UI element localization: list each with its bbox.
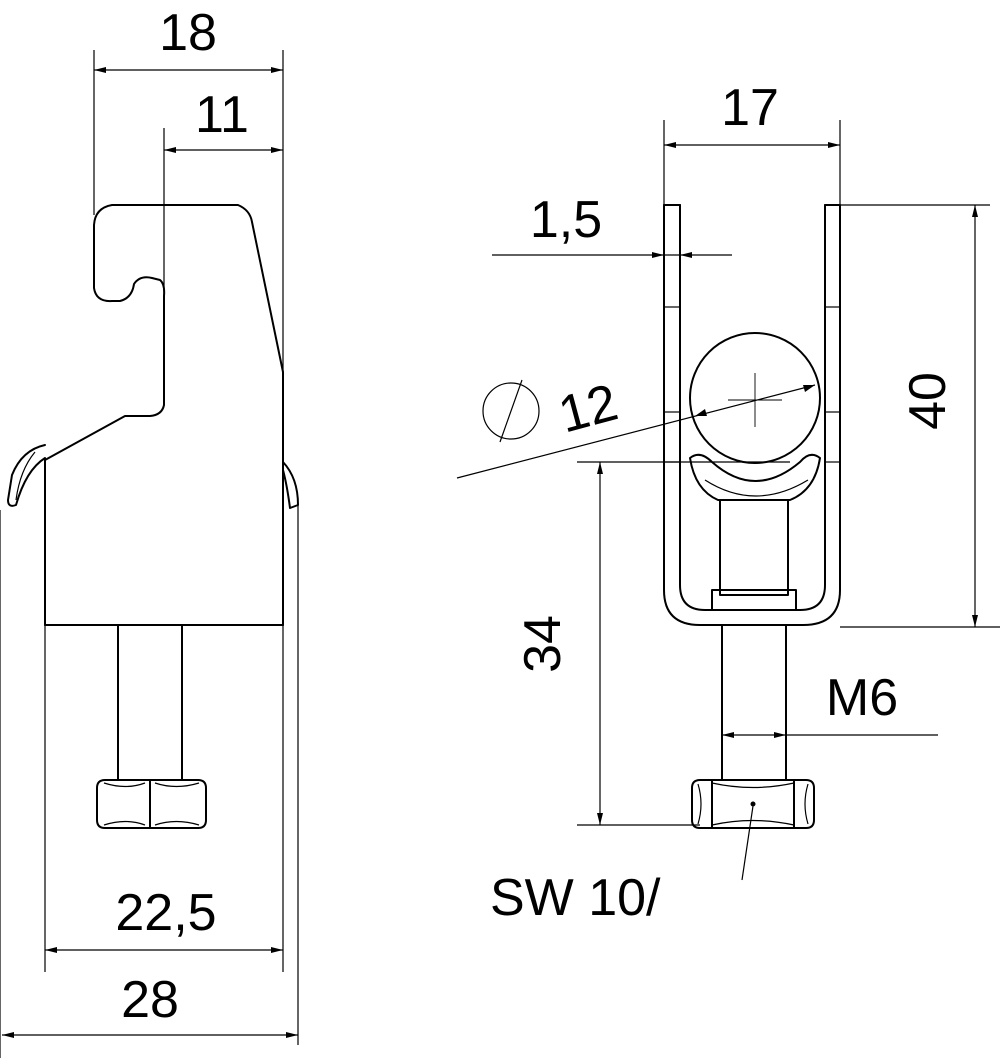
spring-lip-right [282,461,299,509]
pipe-circle [689,332,821,464]
dim-label-1-5: 1,5 [530,191,602,249]
spring-lip-left [7,444,46,507]
dim-line-diameter [456,384,816,479]
dim-label-34: 34 [514,615,572,673]
dim-label-sw10: SW 10/ [490,869,661,927]
bolt-shaft-side [117,624,183,781]
hex-nut-side [96,779,207,829]
dim-label-18: 18 [159,4,217,62]
clip-body-outline [44,204,284,626]
front-view-dimensions: 17 1,5 12 40 34 M6 SW 10/ [456,79,1000,927]
dim-label-28: 28 [121,971,179,1029]
leader-sw10 [741,805,754,881]
bolt-shaft-front [721,624,787,781]
channel-outer [663,204,841,626]
channel-inner [679,204,826,611]
dim-label-22-5: 22,5 [115,884,216,942]
dim-label-11: 11 [195,86,249,144]
side-view [7,204,299,829]
dim-label-diameter: 12 [553,374,624,445]
side-view-dimensions: 18 11 22,5 28 [0,4,299,1058]
dim-label-m6: M6 [826,669,898,727]
diameter-symbol-circle [482,382,540,440]
hex-nut-front [691,779,815,829]
dim-label-40: 40 [899,372,957,430]
screw-inner [719,499,789,596]
dim-label-17: 17 [721,79,779,137]
